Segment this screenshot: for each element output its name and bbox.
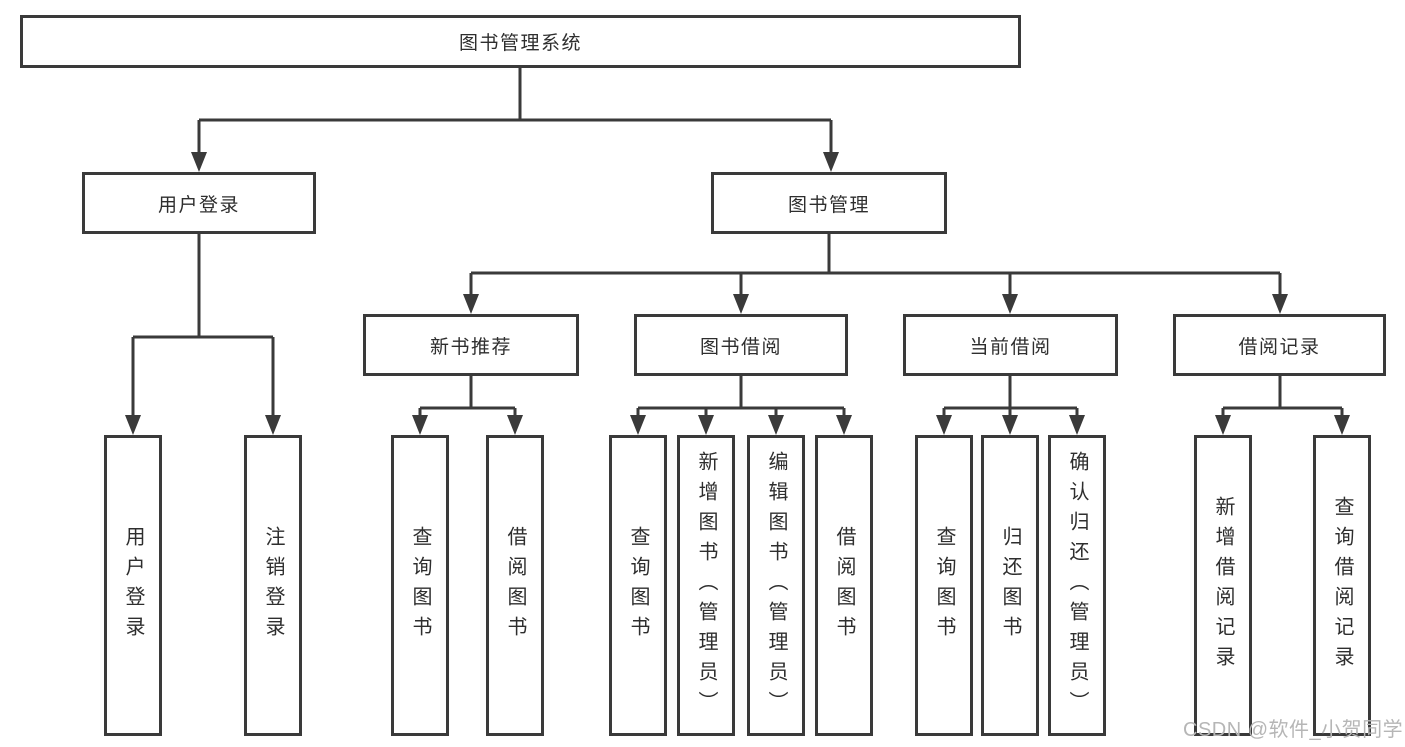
leaf-query-borrow-record: 查询借阅记录 [1313,435,1371,736]
leaf-query-books-1-label: 查询图书 [409,525,431,646]
leaf-query-books-2-label: 查询图书 [627,525,649,646]
leaf-borrow-books-1: 借阅图书 [486,435,544,736]
leaf-query-books-1: 查询图书 [391,435,449,736]
leaf-borrow-books-2: 借阅图书 [815,435,873,736]
leaf-borrow-books-2-label: 借阅图书 [833,525,855,646]
leaf-add-books-admin-label: 新增图书（管理员） [695,450,717,721]
connector-borrow-to-leaves [630,376,852,435]
node-book-management-label: 图书管理 [787,194,870,216]
leaf-user-login-label: 用户登录 [122,525,144,646]
node-user-login-label: 用户登录 [157,194,240,216]
leaf-add-borrow-record-label: 新增借阅记录 [1212,495,1234,676]
leaf-edit-books-admin: 编辑图书（管理员） [747,435,805,736]
node-root-label: 图书管理系统 [458,33,582,54]
node-current-borrow-label: 当前借阅 [969,336,1052,358]
node-current-borrow: 当前借阅 [903,314,1118,376]
leaf-borrow-books-1-label: 借阅图书 [504,525,526,646]
leaf-confirm-return-admin: 确认归还（管理员） [1048,435,1106,736]
leaf-add-borrow-record: 新增借阅记录 [1194,435,1252,736]
leaf-logout-label: 注销登录 [262,525,284,646]
node-book-management: 图书管理 [711,172,947,234]
node-book-borrow-label: 图书借阅 [699,336,782,358]
connector-records-to-leaves [1215,376,1350,435]
leaf-query-borrow-record-label: 查询借阅记录 [1331,495,1353,676]
connector-current-to-leaves [936,376,1085,435]
leaf-confirm-return-admin-label: 确认归还（管理员） [1066,450,1088,721]
node-book-borrow: 图书借阅 [634,314,848,376]
node-new-book-recommend-label: 新书推荐 [429,336,512,358]
connector-newbooks-to-leaves [412,376,523,435]
connector-root-to-level2 [191,68,839,172]
leaf-logout: 注销登录 [244,435,302,736]
node-borrow-records-label: 借阅记录 [1238,336,1321,358]
leaf-query-books-3-label: 查询图书 [933,525,955,646]
leaf-query-books-3: 查询图书 [915,435,973,736]
node-borrow-records: 借阅记录 [1173,314,1386,376]
leaf-return-books-label: 归还图书 [999,525,1021,646]
connector-bookmgmt-to-level3 [463,234,1288,314]
csdn-watermark: CSDN @软件_小贺同学 [1183,719,1404,741]
node-user-login: 用户登录 [82,172,316,234]
leaf-return-books: 归还图书 [981,435,1039,736]
leaf-user-login: 用户登录 [104,435,162,736]
leaf-edit-books-admin-label: 编辑图书（管理员） [765,450,787,721]
leaf-add-books-admin: 新增图书（管理员） [677,435,735,736]
leaf-query-books-2: 查询图书 [609,435,667,736]
node-new-book-recommend: 新书推荐 [363,314,579,376]
connector-userlogin-to-leaves [125,234,281,435]
node-root: 图书管理系统 [20,15,1021,68]
